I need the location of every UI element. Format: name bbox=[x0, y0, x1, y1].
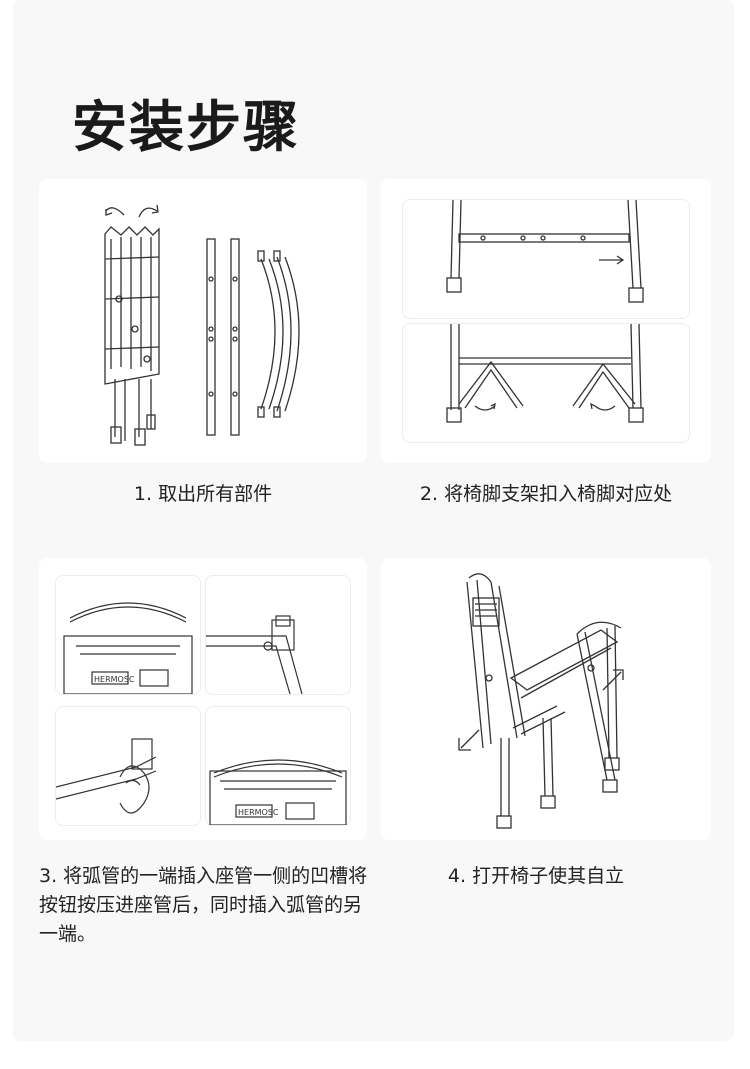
step-2-illustration bbox=[381, 179, 711, 463]
step-2-detail-b bbox=[402, 323, 690, 443]
step-3-detail-b bbox=[205, 575, 351, 695]
chair-parts-drawing bbox=[104, 204, 300, 446]
step-4-caption: 4. 打开椅子使其自立 bbox=[447, 865, 625, 887]
open-chair-drawing bbox=[458, 573, 624, 829]
straight-tube-1 bbox=[206, 238, 216, 436]
brand-logo: HERMOSC bbox=[238, 808, 279, 817]
step-3-illustration: HERMOSC bbox=[39, 558, 367, 840]
step-3-caption: 3. 将弧管的一端插入座管一侧的凹槽将按钮按压进座管后，同时插入弧管的另一端。 bbox=[39, 865, 368, 945]
step-3-detail-c bbox=[55, 706, 201, 826]
arc-tube-drawing: HERMOSC bbox=[63, 602, 193, 694]
step-1-caption: 1. 取出所有部件 bbox=[133, 483, 273, 505]
curved-tube-1 bbox=[260, 258, 276, 410]
step-4-illustration bbox=[381, 558, 711, 840]
step-1-illustration bbox=[39, 179, 367, 463]
step-2-detail-a bbox=[402, 199, 690, 319]
assembled-backrest-drawing: HERMOSC bbox=[209, 759, 347, 825]
step-2-caption: 2. 将椅脚支架扣入椅脚对应处 bbox=[419, 483, 673, 505]
brand-logo: HERMOSC bbox=[94, 675, 135, 684]
curved-tube-2 bbox=[276, 256, 292, 412]
leg-bracket-drawing-a bbox=[446, 200, 644, 303]
straight-tube-2 bbox=[230, 238, 240, 436]
page-title: 安装步骤 bbox=[72, 95, 301, 159]
press-button-drawing bbox=[56, 738, 157, 814]
leg-bracket-drawing-b bbox=[446, 324, 644, 423]
open-arrow-down bbox=[460, 729, 480, 749]
rotate-arrow-right bbox=[138, 207, 158, 218]
step-3-detail-a: HERMOSC bbox=[55, 575, 201, 695]
seat-tube-groove-drawing bbox=[206, 615, 303, 694]
open-arrow-up bbox=[602, 671, 622, 691]
instruction-sheet bbox=[13, 0, 734, 1041]
rotate-arrow-left bbox=[105, 207, 125, 216]
step-3-detail-d: HERMOSC bbox=[205, 706, 351, 826]
